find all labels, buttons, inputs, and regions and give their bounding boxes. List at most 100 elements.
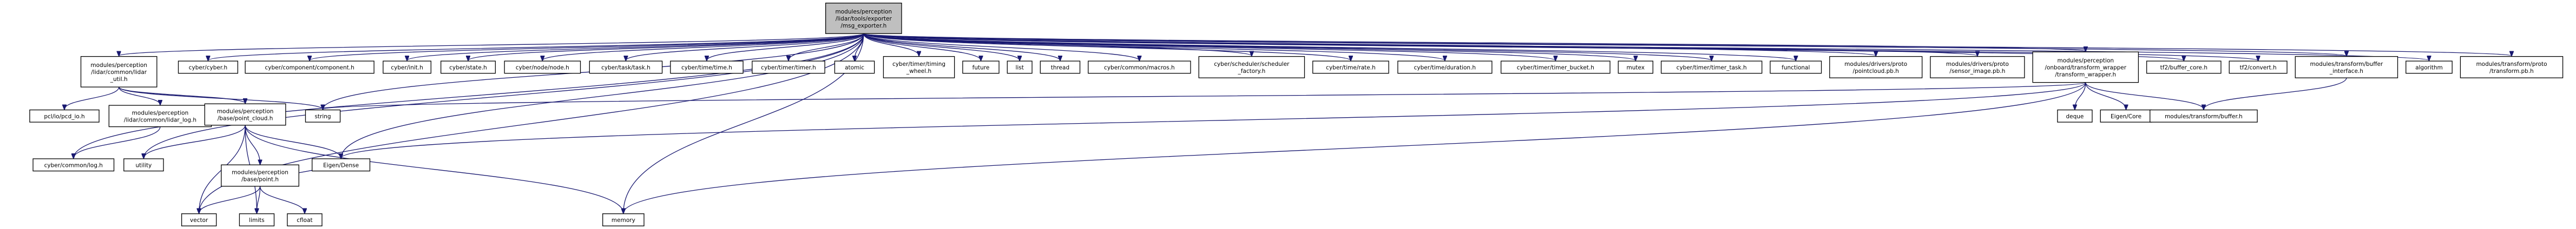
graph-node-tf2-buffer-core[interactable]: tf2/buffer_core.h	[2146, 60, 2222, 74]
graph-node-transform-wrapper[interactable]: modules/perception/onboard/transform_wra…	[2032, 51, 2139, 83]
graph-node-atomic[interactable]: atomic	[834, 60, 875, 74]
node-label-line: /base/point_cloud.h	[218, 116, 273, 122]
node-box	[245, 60, 374, 74]
graph-node-list[interactable]: list	[1007, 60, 1033, 74]
node-label-line: cyber/init.h	[391, 64, 423, 71]
edge-point-cloud-to-eigen-dense	[245, 125, 341, 158]
node-label-line: cyber/task/task.h	[601, 64, 650, 71]
node-box	[2057, 109, 2093, 123]
graph-node-utility[interactable]: utility	[123, 158, 164, 172]
edge-layer	[64, 33, 2512, 213]
node-label-line: cyber/scheduler/scheduler	[1214, 61, 1290, 68]
graph-node-lidar-log[interactable]: modules/perception/lidar/common/lidar_lo…	[108, 105, 212, 127]
graph-node-transform-pb[interactable]: modules/transform/proto/transform.pb.h	[2460, 56, 2564, 78]
edge-point-cloud-to-point	[245, 125, 260, 164]
node-label-line: modules/perception	[836, 9, 892, 15]
node-label-line: _interface.h	[2329, 68, 2363, 75]
node-label-line: Eigen/Dense	[323, 162, 359, 169]
graph-node-buffer-interface[interactable]: modules/transform/buffer_interface.h	[2295, 56, 2398, 78]
node-box	[441, 60, 496, 74]
node-label-line: cyber/state.h	[449, 64, 487, 71]
graph-node-point[interactable]: modules/perception/base/point.h	[221, 164, 299, 187]
graph-node-future[interactable]: future	[962, 60, 1000, 74]
node-label-line: cfloat	[297, 217, 312, 224]
node-label-line: /lidar/common/lidar_log.h	[124, 117, 196, 123]
node-box	[1198, 56, 1305, 78]
graph-node-duration[interactable]: cyber/time/duration.h	[1397, 60, 1493, 74]
graph-node-macros[interactable]: cyber/common/macros.h	[1088, 60, 1191, 74]
graph-node-node[interactable]: cyber/node/node.h	[504, 60, 581, 74]
node-box	[752, 60, 825, 74]
node-box	[1829, 56, 1923, 78]
node-label-line: modules/perception	[217, 109, 274, 115]
node-label-line: /msg_exporter.h	[840, 23, 886, 29]
graph-node-sched-factory[interactable]: cyber/scheduler/scheduler_factory.h	[1198, 56, 1305, 78]
graph-node-pointcloud-pb[interactable]: modules/drivers/proto/pointcloud.pb.h	[1829, 56, 1923, 78]
node-label-line: functional	[1782, 64, 1810, 71]
node-box	[29, 109, 100, 123]
node-box	[2229, 60, 2288, 74]
graph-node-state[interactable]: cyber/state.h	[441, 60, 496, 74]
node-box	[1930, 56, 2025, 78]
node-label-line: cyber/time/time.h	[681, 64, 732, 71]
node-box	[287, 213, 323, 226]
graph-node-timing-wheel[interactable]: cyber/timer/timing_wheel.h	[883, 56, 955, 78]
node-box	[1088, 60, 1191, 74]
edge-root-to-time	[707, 33, 864, 60]
graph-node-timer[interactable]: cyber/timer/timer.h	[752, 60, 825, 74]
edge-root-to-node	[542, 33, 864, 60]
edge-lidar-util-to-lidar-log	[119, 86, 160, 105]
graph-node-point-cloud[interactable]: modules/perception/base/point_cloud.h	[204, 103, 286, 126]
edge-root-to-tf2-convert	[863, 33, 2258, 60]
node-label-line: /pointcloud.pb.h	[1853, 68, 1899, 75]
graph-node-transform-buffer[interactable]: modules/transform/buffer.h	[2150, 109, 2258, 123]
graph-node-cyber-log[interactable]: cyber/common/log.h	[32, 158, 115, 172]
edge-point-cloud-to-memory	[245, 125, 623, 213]
graph-node-cyber[interactable]: cyber/cyber.h	[178, 60, 239, 74]
node-label-line: cyber/timer/timer_bucket.h	[1517, 64, 1594, 71]
graph-node-sensor-image-pb[interactable]: modules/drivers/proto/sensor_image.pb.h	[1930, 56, 2025, 78]
node-label-line: utility	[136, 162, 152, 169]
graph-node-cfloat[interactable]: cfloat	[287, 213, 323, 226]
edge-root-to-macros	[863, 33, 1140, 60]
graph-node-timer-task[interactable]: cyber/timer/timer_task.h	[1660, 60, 1763, 74]
graph-node-task[interactable]: cyber/task/task.h	[589, 60, 663, 74]
graph-node-functional[interactable]: functional	[1770, 60, 1822, 74]
node-label-line: modules/transform/proto	[2476, 61, 2547, 68]
graph-node-mutex[interactable]: mutex	[1618, 60, 1653, 74]
edge-root-to-algorithm	[863, 33, 2429, 60]
edge-root-to-state	[468, 33, 864, 60]
node-label-line: future	[972, 64, 990, 71]
edge-root-to-cyber-log	[74, 33, 864, 158]
node-box	[1618, 60, 1653, 74]
node-box	[108, 105, 212, 127]
graph-node-thread[interactable]: thread	[1040, 60, 1081, 74]
node-label-line: string	[314, 113, 331, 120]
node-box	[883, 56, 955, 78]
graph-node-root[interactable]: modules/perception/lidar/tools/exporter/…	[825, 3, 902, 34]
node-box	[305, 109, 341, 123]
node-box	[1397, 60, 1493, 74]
graph-node-eigen-core[interactable]: Eigen/Core	[2100, 109, 2152, 123]
graph-node-limits[interactable]: limits	[239, 213, 275, 226]
edge-transform-wrapper-to-memory	[623, 82, 2086, 213]
node-label-line: cyber/time/rate.h	[1326, 64, 1376, 71]
graph-node-deque[interactable]: deque	[2057, 109, 2093, 123]
graph-node-memory[interactable]: memory	[602, 213, 645, 226]
node-box	[383, 60, 432, 74]
graph-node-time[interactable]: cyber/time/time.h	[670, 60, 744, 74]
node-label-line: list	[1015, 64, 1023, 71]
node-box	[1660, 60, 1763, 74]
graph-node-pcl-io[interactable]: pcl/io/pcd_io.h	[29, 109, 100, 123]
graph-node-component[interactable]: cyber/component/component.h	[245, 60, 374, 74]
graph-node-rate[interactable]: cyber/time/rate.h	[1312, 60, 1389, 74]
graph-node-lidar-util[interactable]: modules/perception/lidar/common/lidar_ut…	[80, 56, 157, 87]
graph-node-init[interactable]: cyber/init.h	[383, 60, 432, 74]
graph-node-algorithm[interactable]: algorithm	[2406, 60, 2453, 74]
graph-node-vector[interactable]: vector	[181, 213, 217, 226]
node-label-line: cyber/timer/timing	[892, 61, 945, 68]
graph-node-eigen-dense[interactable]: Eigen/Dense	[312, 158, 371, 172]
graph-node-tf2-convert[interactable]: tf2/convert.h	[2229, 60, 2288, 74]
graph-node-timer-bucket[interactable]: cyber/timer/timer_bucket.h	[1500, 60, 1611, 74]
graph-node-string[interactable]: string	[305, 109, 341, 123]
